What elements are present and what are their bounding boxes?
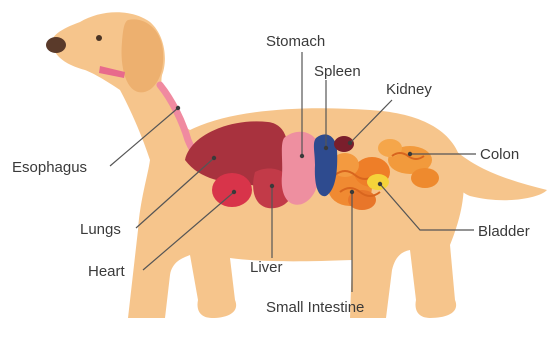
heart-dot — [232, 190, 236, 194]
spleen-dot — [324, 146, 328, 150]
lungs-dot — [212, 156, 216, 160]
small-intestine-dot — [350, 190, 354, 194]
label-bladder: Bladder — [478, 223, 530, 240]
stomach-dot — [300, 154, 304, 158]
label-heart: Heart — [88, 263, 126, 280]
dog-eye — [96, 35, 102, 41]
label-lungs: Lungs — [80, 221, 121, 238]
heart-organ — [212, 173, 252, 207]
esophagus-dot — [176, 106, 180, 110]
label-small-intestine: Small Intestine — [266, 299, 364, 316]
colon-dot — [408, 152, 412, 156]
dog-nose — [46, 37, 66, 53]
bladder-organ — [367, 174, 389, 190]
label-liver: Liver — [250, 259, 283, 276]
label-spleen: Spleen — [314, 63, 361, 80]
label-esophagus: Esophagus — [12, 159, 87, 176]
liver-dot — [270, 184, 274, 188]
label-kidney: Kidney — [386, 81, 432, 98]
kidney-dot — [348, 141, 352, 145]
label-stomach: Stomach — [266, 33, 325, 50]
bladder-dot — [378, 182, 382, 186]
label-colon: Colon — [480, 146, 519, 163]
